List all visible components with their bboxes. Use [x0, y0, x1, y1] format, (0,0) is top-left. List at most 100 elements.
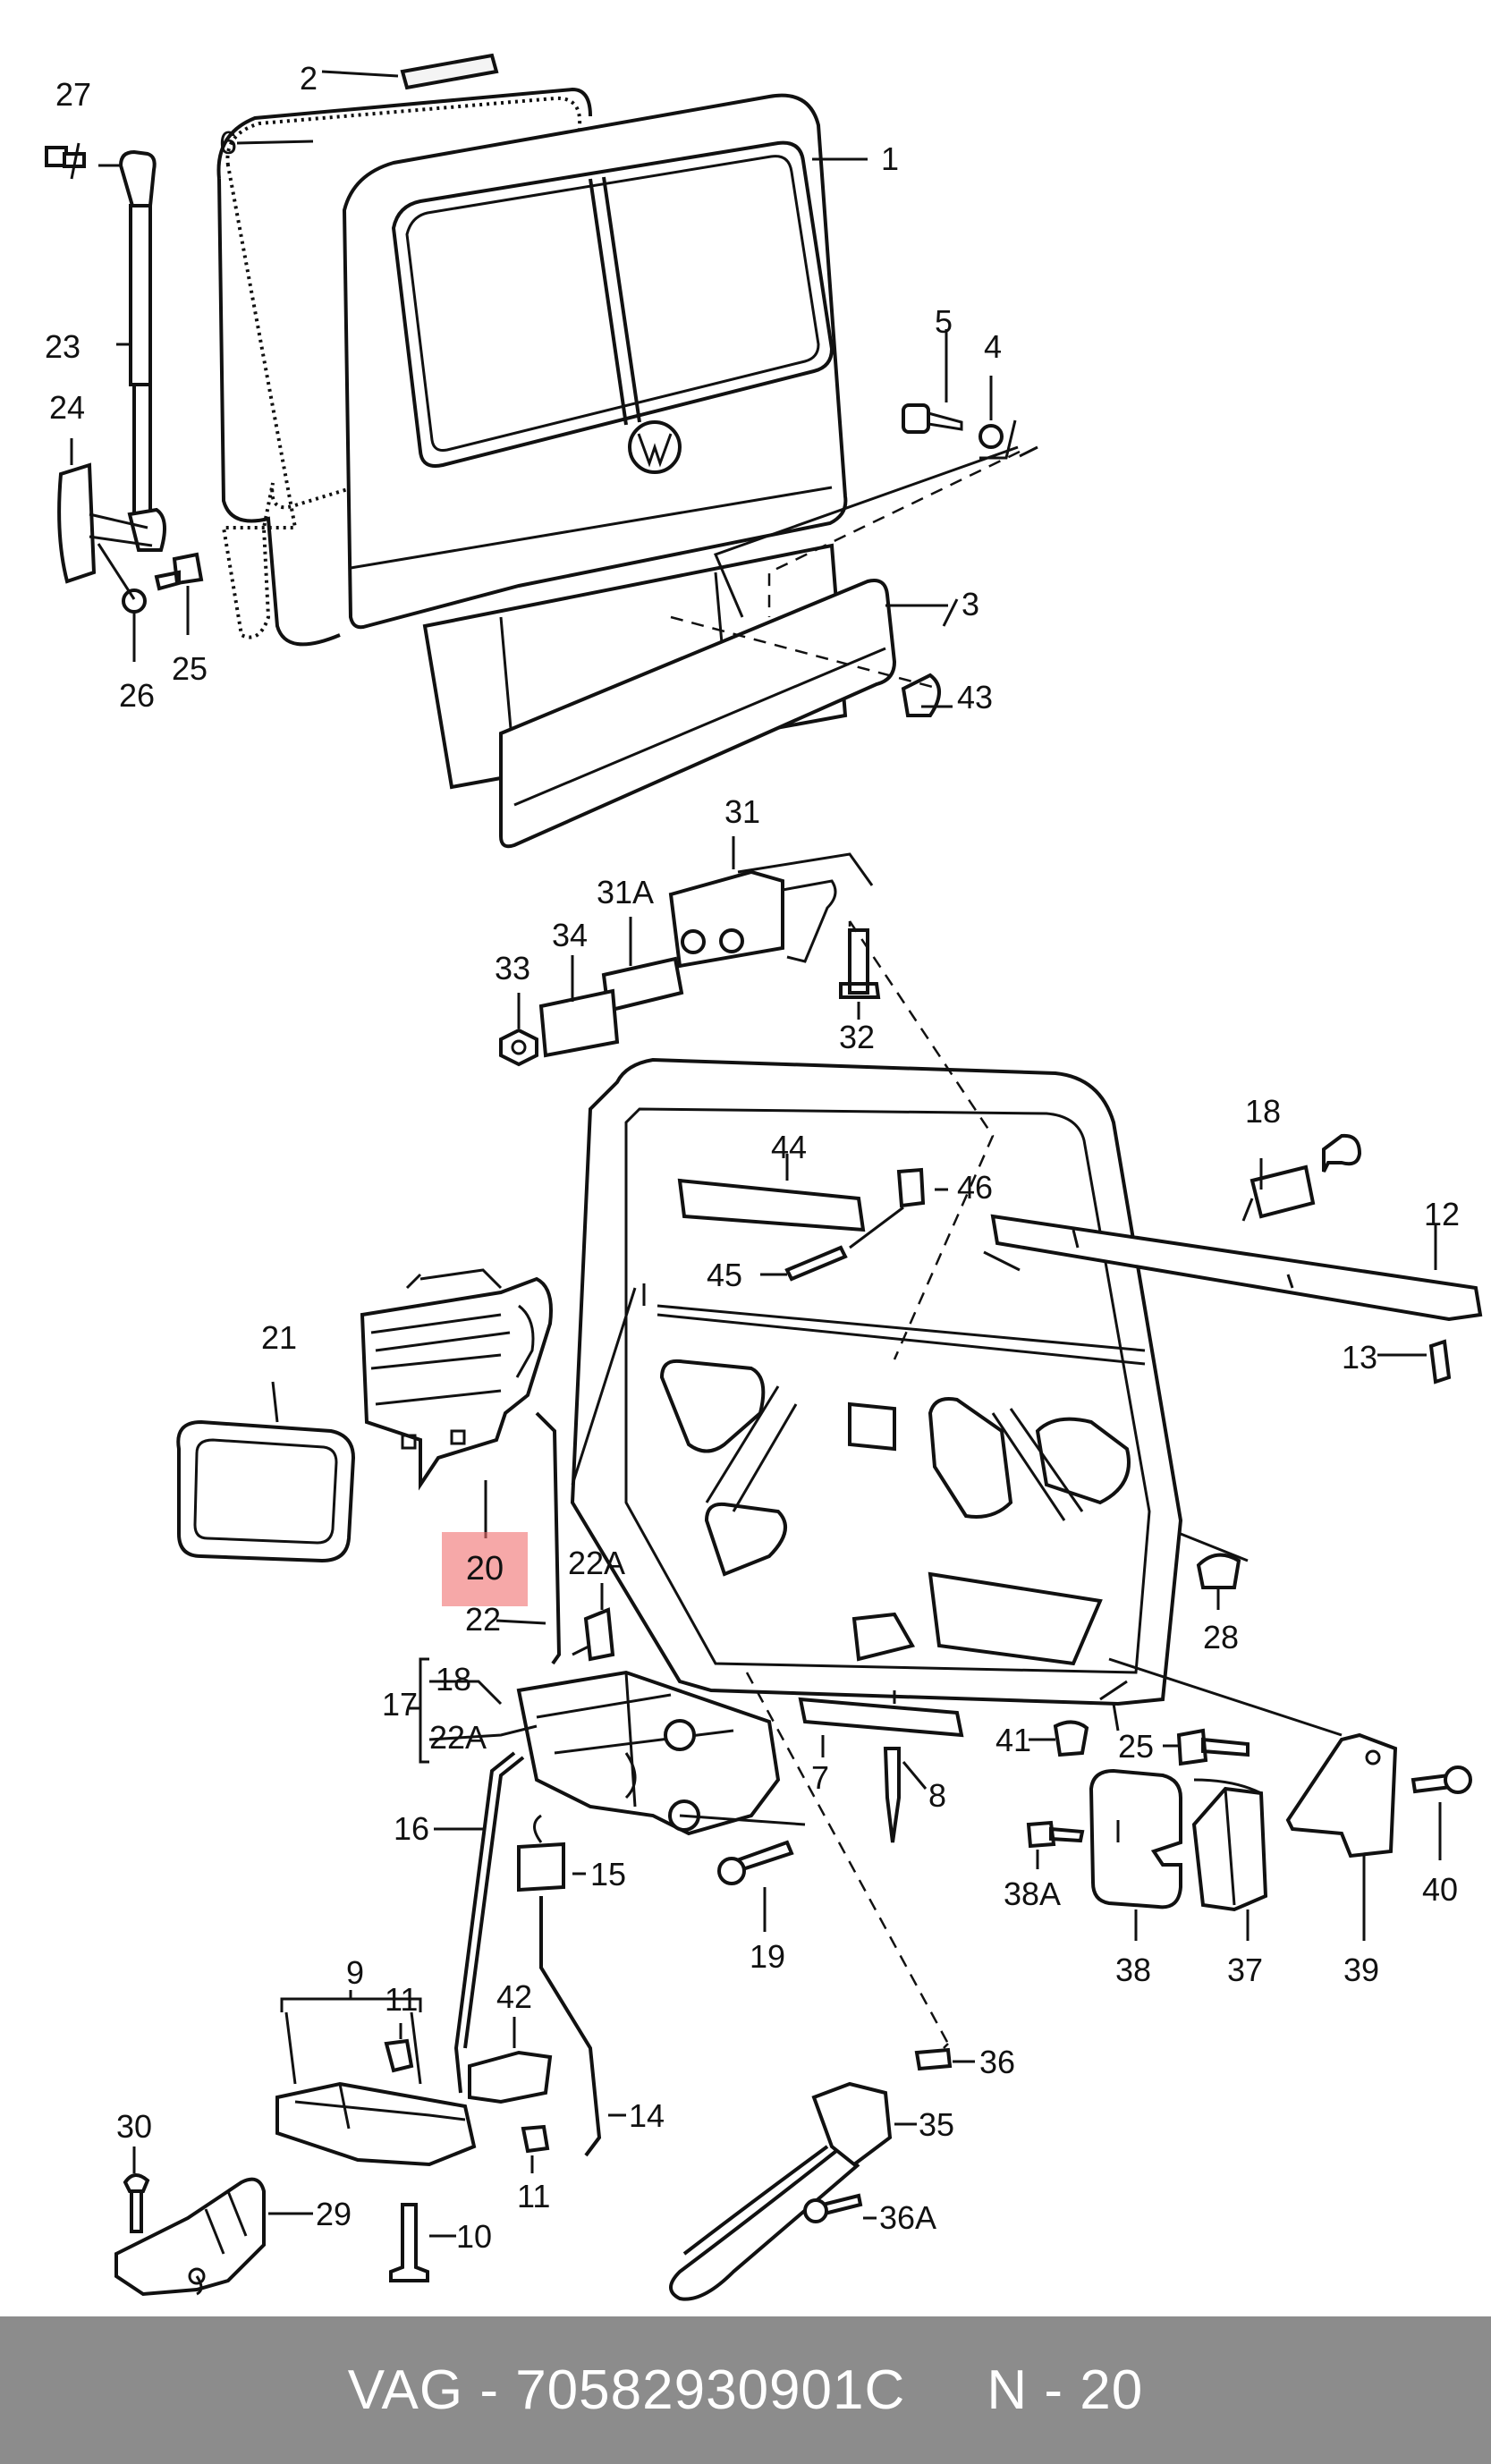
callout-10: 10: [456, 2218, 492, 2255]
bracket-39: [1285, 1732, 1398, 1859]
part-number-label: VAG - 70582930901C N - 20: [347, 2359, 1144, 2421]
lock-cylinder-18: [1241, 1164, 1316, 1222]
callout-43: 43: [957, 679, 993, 715]
callout-11: 11: [385, 1981, 418, 2018]
actuator-42: [468, 2050, 553, 2104]
callout-34: 34: [552, 917, 588, 953]
exploded-parts-diagram: 27 2 6 1 23 24 25 26 5 4 3 43 31 31A 34 …: [45, 53, 1483, 2301]
latch-bracket-29: [114, 2177, 266, 2297]
tailgate-seal-outer: [216, 87, 592, 647]
door-handle-20: [360, 1268, 553, 1491]
callout-42: 42: [496, 1978, 532, 2015]
callout-25: 25: [172, 650, 208, 687]
callout-37: 37: [1227, 1952, 1263, 1988]
bracket-24: [57, 462, 97, 584]
callout-44: 44: [771, 1129, 807, 1165]
callout-21: 21: [261, 1319, 297, 1356]
washer-4: [978, 424, 1004, 449]
clip-22a: [583, 1607, 615, 1662]
nut-33: [499, 1028, 538, 1067]
callout-38a: 38A: [1004, 1876, 1061, 1912]
callout-28: 28: [1203, 1619, 1239, 1655]
vw-logo-icon: [628, 420, 682, 474]
bolt-41: [1053, 1720, 1089, 1757]
callout-31: 31: [724, 793, 760, 830]
bolt-25-lower: [1176, 1728, 1250, 1766]
callout-17: 17: [382, 1686, 418, 1723]
plate-44: [677, 1178, 866, 1232]
callout-20: 20: [465, 1550, 504, 1588]
bolt-45: [784, 1245, 848, 1282]
callout-18: 18: [1245, 1093, 1281, 1130]
bolt-11-lower: [521, 2124, 550, 2154]
callout-36: 36: [979, 2044, 1015, 2080]
trim-strip: [400, 53, 499, 90]
callout-41: 41: [995, 1722, 1031, 1758]
callout-9: 9: [346, 1954, 364, 1991]
callout-25-lower: 25: [1118, 1728, 1154, 1765]
clip-36: [914, 2047, 953, 2071]
latch-lower-9: [275, 2081, 477, 2167]
callout-40: 40: [1422, 1871, 1458, 1908]
callout-35: 35: [919, 2106, 954, 2143]
callout-2: 2: [300, 60, 318, 97]
callout-24: 24: [49, 389, 85, 426]
callout-4: 4: [984, 328, 1002, 365]
pin-10: [389, 2203, 429, 2282]
callout-7: 7: [811, 1759, 829, 1796]
callout-46: 46: [957, 1169, 993, 1206]
callout-18-lower: 18: [436, 1661, 471, 1698]
callout-5: 5: [935, 303, 953, 340]
grip-strap: [669, 2145, 860, 2301]
rod-14: [539, 1896, 602, 2157]
bolt-5: [902, 403, 963, 434]
rod-16: [453, 1751, 525, 2094]
callout-22a-top: 22A: [568, 1545, 625, 1581]
callout-3: 3: [962, 586, 979, 622]
key-icon: [1322, 1133, 1362, 1173]
callout-26: 26: [119, 677, 155, 714]
screw-13: [1428, 1339, 1452, 1384]
callout-32: 32: [839, 1019, 875, 1055]
callout-39: 39: [1343, 1952, 1379, 1988]
tailgate-lower-band: [350, 486, 833, 570]
hinge-31: [668, 869, 837, 969]
rod-22: [535, 1411, 562, 1665]
callout-30: 30: [116, 2108, 152, 2145]
callout-27: 27: [55, 76, 91, 113]
gas-strut-23: [118, 149, 166, 552]
stopper-28: [1196, 1553, 1241, 1589]
bolt-11: [384, 2038, 414, 2073]
callout-11-lower: 11: [517, 2178, 550, 2214]
bolt-32: [839, 928, 881, 999]
callout-8: 8: [928, 1777, 946, 1814]
callout-33: 33: [495, 950, 530, 986]
door-cutouts: [659, 1359, 1131, 1666]
bracket-17: [407, 1657, 538, 1764]
screw-36a: [820, 2193, 863, 2216]
tailgate-window-inner: [405, 155, 820, 452]
callout-36a: 36A: [879, 2199, 936, 2236]
leader-lines-top: [236, 70, 1038, 708]
tailgate-window: [391, 140, 834, 468]
bolt-25: [154, 552, 204, 591]
strap-35: [811, 2081, 893, 2167]
window-divider: [589, 176, 641, 426]
operating-rod-12: [990, 1214, 1483, 1322]
callout-22a-lower: 22A: [429, 1719, 487, 1756]
pin-8: [883, 1747, 901, 1843]
striker-plate-38: [1089, 1768, 1182, 1909]
bracket-7: [798, 1697, 964, 1738]
callout-14: 14: [629, 2097, 665, 2134]
callout-23: 23: [45, 328, 80, 365]
callout-15: 15: [590, 1856, 626, 1892]
handle-housing-21: [176, 1419, 356, 1563]
tailgate-seal: [221, 96, 582, 639]
bolt-38a: [1026, 1820, 1085, 1849]
highlight-box-20: [442, 1532, 528, 1606]
callout-6: 6: [219, 124, 237, 161]
door-frame-inner: [624, 1107, 1151, 1674]
washer-26: [122, 588, 147, 614]
clip-15: [517, 1842, 565, 1892]
part-number-footer: VAG - 70582930901C N - 20: [0, 2316, 1491, 2464]
